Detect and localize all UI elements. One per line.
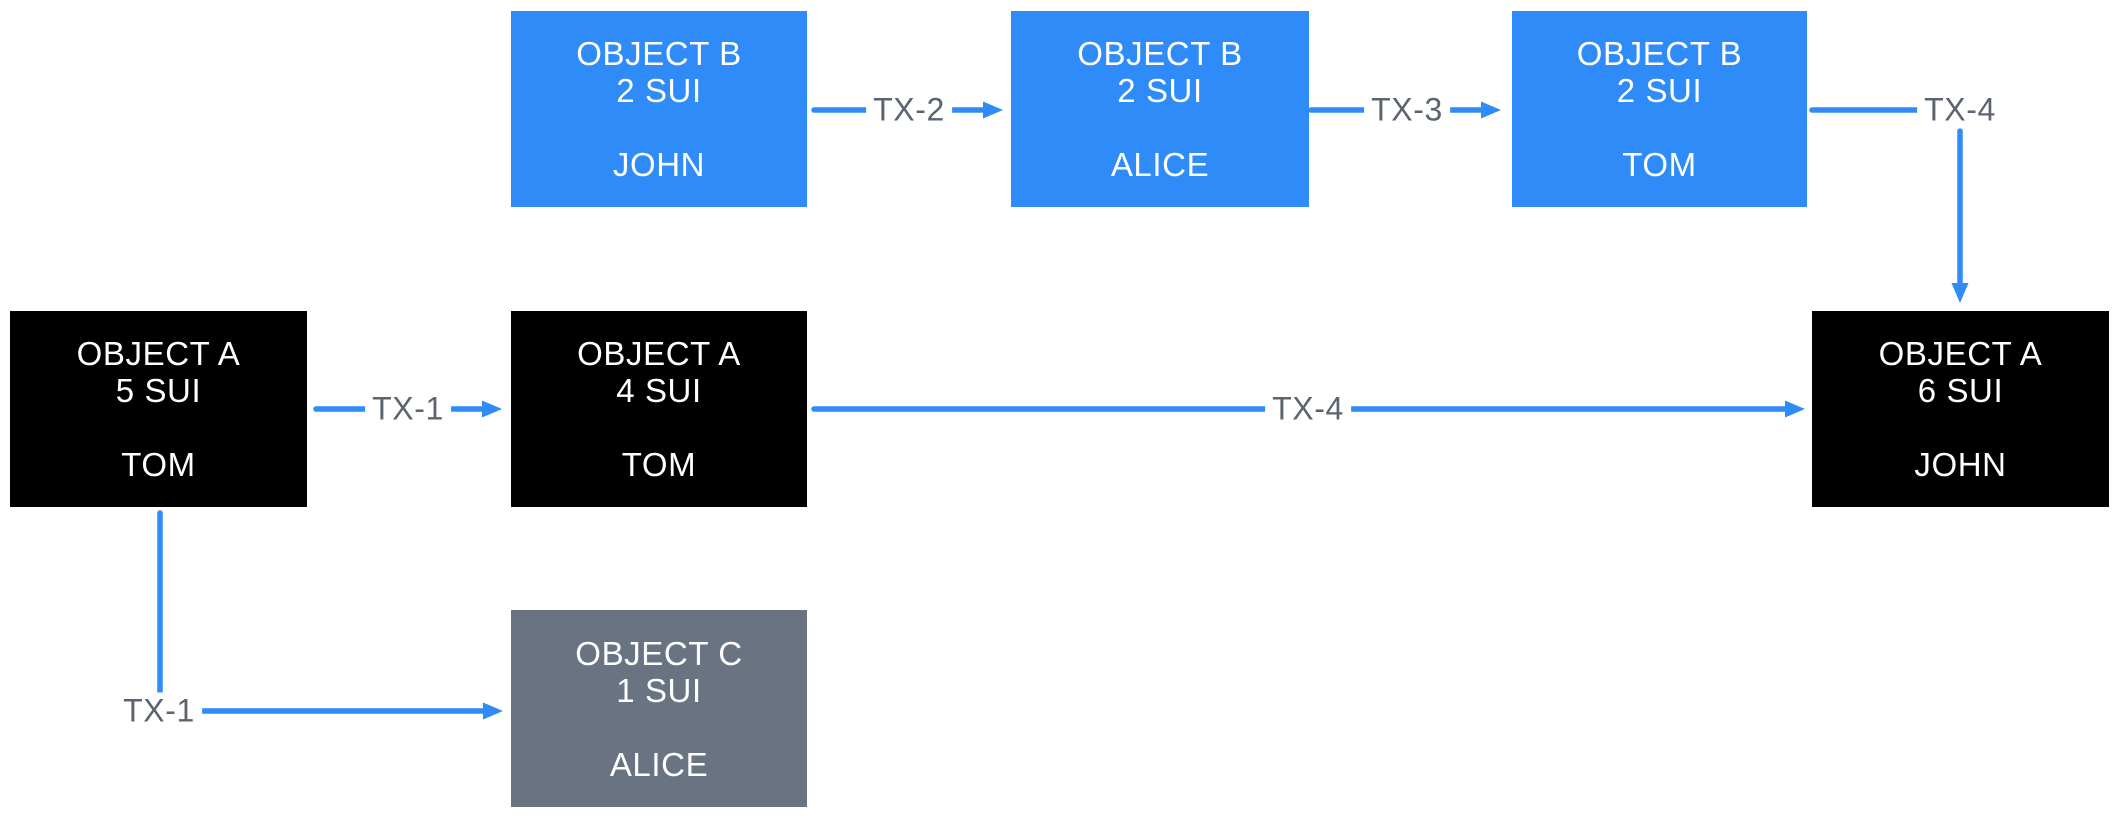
node-amount: 2 SUI <box>1616 72 1703 109</box>
node-title: OBJECT C <box>575 634 743 672</box>
edge-label-tx4-top: TX-4 <box>1917 91 2003 129</box>
edge-label-tx1-bottom: TX-1 <box>116 692 202 730</box>
node-owner: TOM <box>121 446 196 483</box>
edge-label-tx3: TX-3 <box>1364 91 1450 129</box>
node-amount: 2 SUI <box>616 72 702 109</box>
node-owner: TOM <box>621 446 697 483</box>
node-owner: ALICE <box>1110 146 1210 183</box>
node-object-b-john: OBJECT B 2 SUI JOHN <box>511 11 807 207</box>
node-title: OBJECT B <box>1576 35 1743 72</box>
node-owner: ALICE <box>609 745 709 783</box>
edge-label-tx1: TX-1 <box>365 390 451 428</box>
node-amount: 5 SUI <box>115 372 202 409</box>
node-owner: JOHN <box>1914 446 2007 483</box>
node-object-a-5sui-tom: OBJECT A 5 SUI TOM <box>10 311 307 507</box>
node-title: OBJECT B <box>576 35 742 72</box>
node-object-c-alice: OBJECT C 1 SUI ALICE <box>511 610 807 807</box>
node-owner: TOM <box>1622 146 1697 183</box>
node-object-a-4sui-tom: OBJECT A 4 SUI TOM <box>511 311 807 507</box>
node-title: OBJECT A <box>1878 335 2043 372</box>
node-title: OBJECT B <box>1077 35 1243 72</box>
node-object-a-6sui-john: OBJECT A 6 SUI JOHN <box>1812 311 2109 507</box>
node-amount: 4 SUI <box>616 372 702 409</box>
node-amount: 1 SUI <box>616 671 702 709</box>
node-object-b-alice: OBJECT B 2 SUI ALICE <box>1011 11 1309 207</box>
node-amount: 2 SUI <box>1117 72 1203 109</box>
node-owner: JOHN <box>612 146 706 183</box>
node-title: OBJECT A <box>76 335 241 372</box>
node-title: OBJECT A <box>577 335 741 372</box>
edge-label-tx2: TX-2 <box>866 91 952 129</box>
node-object-b-tom: OBJECT B 2 SUI TOM <box>1512 11 1807 207</box>
node-amount: 6 SUI <box>1917 372 2004 409</box>
edge-label-tx4-mid: TX-4 <box>1265 390 1351 428</box>
